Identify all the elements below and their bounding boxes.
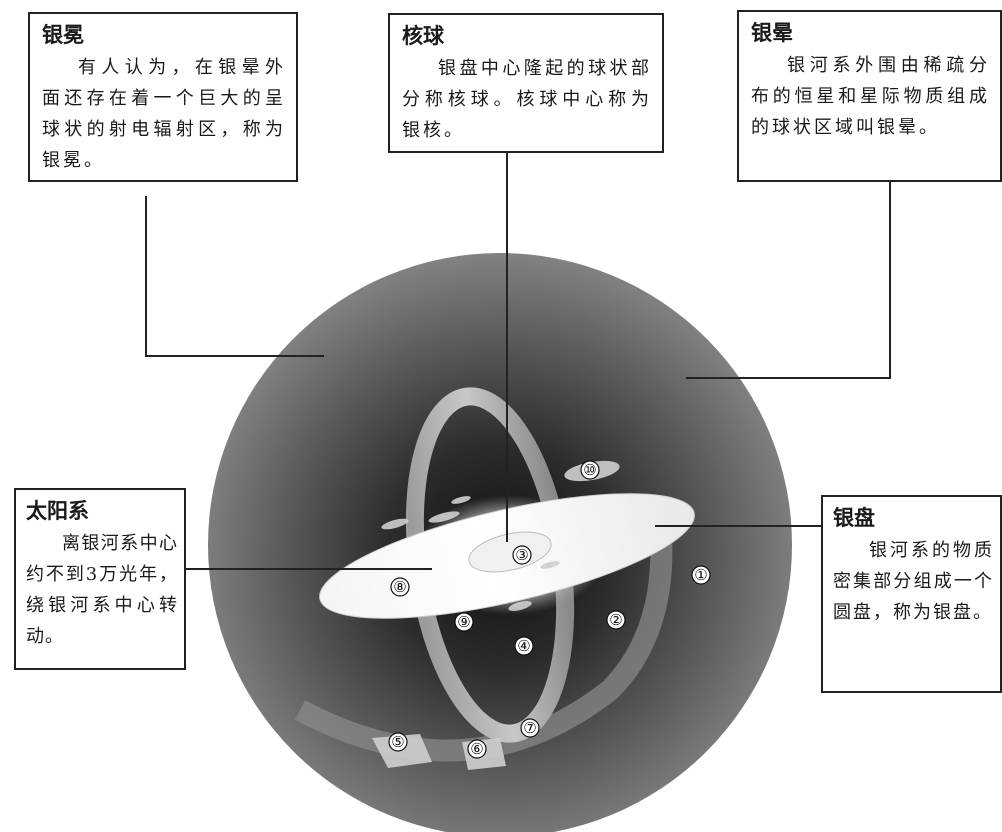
label-text-yinpan: 银河系的物质密集部分组成一个圆盘，称为银盘。	[833, 540, 994, 623]
label-title-yinyun: 银晕	[751, 21, 793, 45]
marker-6: ⑥	[470, 740, 483, 758]
label-text-heqiu: 银盘中心隆起的球状部分称核球。核球中心称为银核。	[402, 58, 652, 141]
label-title-yinpan: 银盘	[833, 506, 875, 530]
marker-7: ⑦	[523, 719, 536, 737]
marker-2: ②	[609, 611, 622, 629]
galactic-nucleus	[468, 531, 552, 573]
marker-4: ④	[517, 637, 530, 655]
label-box-yinpan: 银盘 银河系的物质密集部分组成一个圆盘，称为银盘。	[821, 495, 1002, 693]
marker-10: ⑩	[583, 461, 596, 479]
label-box-solar-system: 太阳系 离银河系中心约不到3万光年，绕银河系中心转动。	[14, 488, 186, 670]
label-text-yinyun: 银河系外围由稀疏分布的恒星和星际物质组成的球状区域叫银晕。	[751, 55, 990, 138]
leader-yinyun	[686, 182, 891, 379]
label-box-heqiu: 核球 银盘中心隆起的球状部分称核球。核球中心称为银核。	[388, 13, 664, 153]
marker-group: ① ② ③ ④ ⑤ ⑥ ⑦ ⑧ ⑨ ⑩	[388, 460, 711, 759]
label-title-yinmian: 银冕	[42, 23, 84, 47]
marker-5: ⑤	[391, 733, 404, 751]
marker-3: ③	[515, 546, 528, 564]
label-text-yinmian: 有人认为，在银晕外面还存在着一个巨大的呈球状的射电辐射区，称为银冕。	[42, 57, 286, 171]
label-text-solar-system: 离银河系中心约不到3万光年，绕银河系中心转动。	[26, 533, 178, 647]
marker-1: ①	[694, 566, 707, 584]
label-box-yinyun: 银晕 银河系外围由稀疏分布的恒星和星际物质组成的球状区域叫银晕。	[737, 10, 1002, 182]
label-title-solar-system: 太阳系	[26, 499, 89, 523]
marker-9: ⑨	[457, 613, 470, 631]
label-title-heqiu: 核球	[402, 24, 444, 48]
label-box-yinmian: 银冕 有人认为，在银晕外面还存在着一个巨大的呈球状的射电辐射区，称为银冕。	[28, 12, 298, 182]
leader-lines	[145, 153, 891, 570]
marker-8: ⑧	[393, 578, 406, 596]
leader-yinmian	[145, 196, 324, 357]
